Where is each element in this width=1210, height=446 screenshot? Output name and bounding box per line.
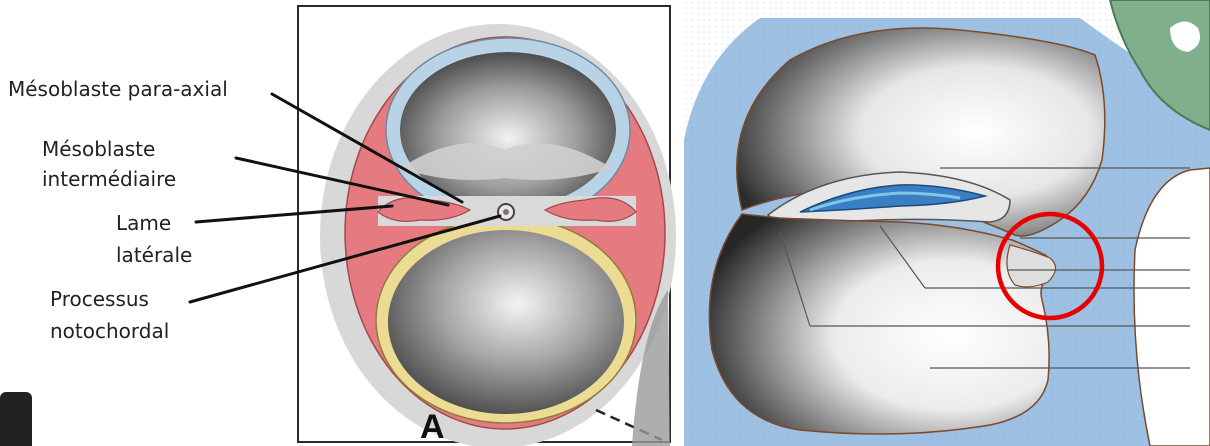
corner-button-fragment — [0, 392, 32, 446]
labels: Mésoblaste para-axial Mésoblaste intermé… — [8, 77, 228, 343]
panel-letter: A — [420, 408, 445, 446]
right-panel — [684, 0, 1210, 446]
label-processus-2: notochordal — [50, 319, 169, 343]
label-processus-1: Processus — [50, 287, 149, 311]
label-intermediaire-1: Mésoblaste — [42, 137, 155, 161]
notochord-lumen — [503, 209, 509, 215]
yolk-sac-cavity — [388, 230, 624, 414]
left-panel: A — [298, 6, 676, 446]
label-lame-1: Lame — [116, 211, 171, 235]
label-intermediaire-2: intermédiaire — [42, 167, 176, 191]
label-lame-2: latérale — [116, 243, 192, 267]
label-para-axial: Mésoblaste para-axial — [8, 77, 228, 101]
